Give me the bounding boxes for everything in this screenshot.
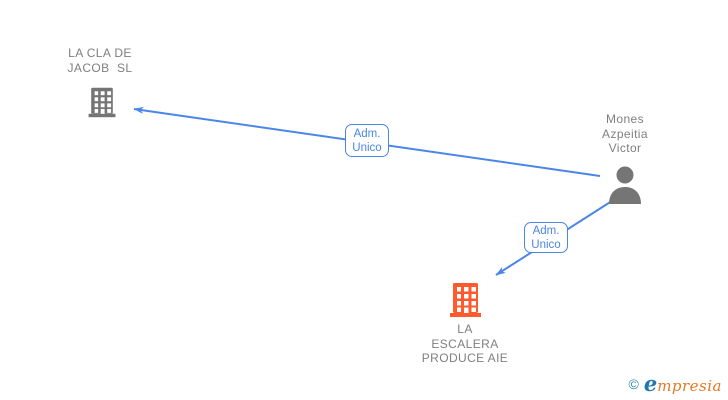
edge2-label-line2: Unico [531,238,561,251]
brand-initial: e [643,371,658,396]
person-name-line2: Azpeitia [602,126,648,141]
edge-label-adm-unico-2: Adm. Unico [524,222,568,253]
empresia-logo[interactable]: © empresia [628,371,722,396]
node-label-mones-azpeitia-victor[interactable]: Mones Azpeitia Victor [565,112,685,156]
brand-rest: mpresia [657,377,722,395]
edge1-label-line2: Unico [352,141,382,154]
node-company1[interactable] [86,86,118,119]
node-label-la-cla-de-jacob-sl[interactable]: LA CLA DE JACOB SL [30,46,170,76]
company1-name-line2: JACOB SL [67,61,133,75]
edge2-label-line1: Adm. [532,224,560,237]
node-company2[interactable] [447,282,484,318]
company2-name-line3: PRODUCE AIE [421,351,509,365]
person-name-line1: Mones [605,112,645,126]
edge1-label-line1: Adm. [353,127,381,140]
node-label-la-escalera-produce-aie[interactable]: LA ESCALERA PRODUCE AIE [385,322,545,366]
brand-wordmark: empresia [644,371,722,396]
building-icon [88,87,116,118]
person-name-line3: Victor [608,141,642,155]
company2-name-line1: LA [457,322,473,336]
person-icon [609,166,641,204]
company1-name-line1: LA CLA DE [68,46,132,60]
company2-name-line2: ESCALERA [431,336,499,351]
copyright-icon: © [628,375,639,392]
edge-label-adm-unico-1: Adm. Unico [345,124,389,157]
node-person[interactable] [607,166,643,204]
building-icon [450,283,481,317]
